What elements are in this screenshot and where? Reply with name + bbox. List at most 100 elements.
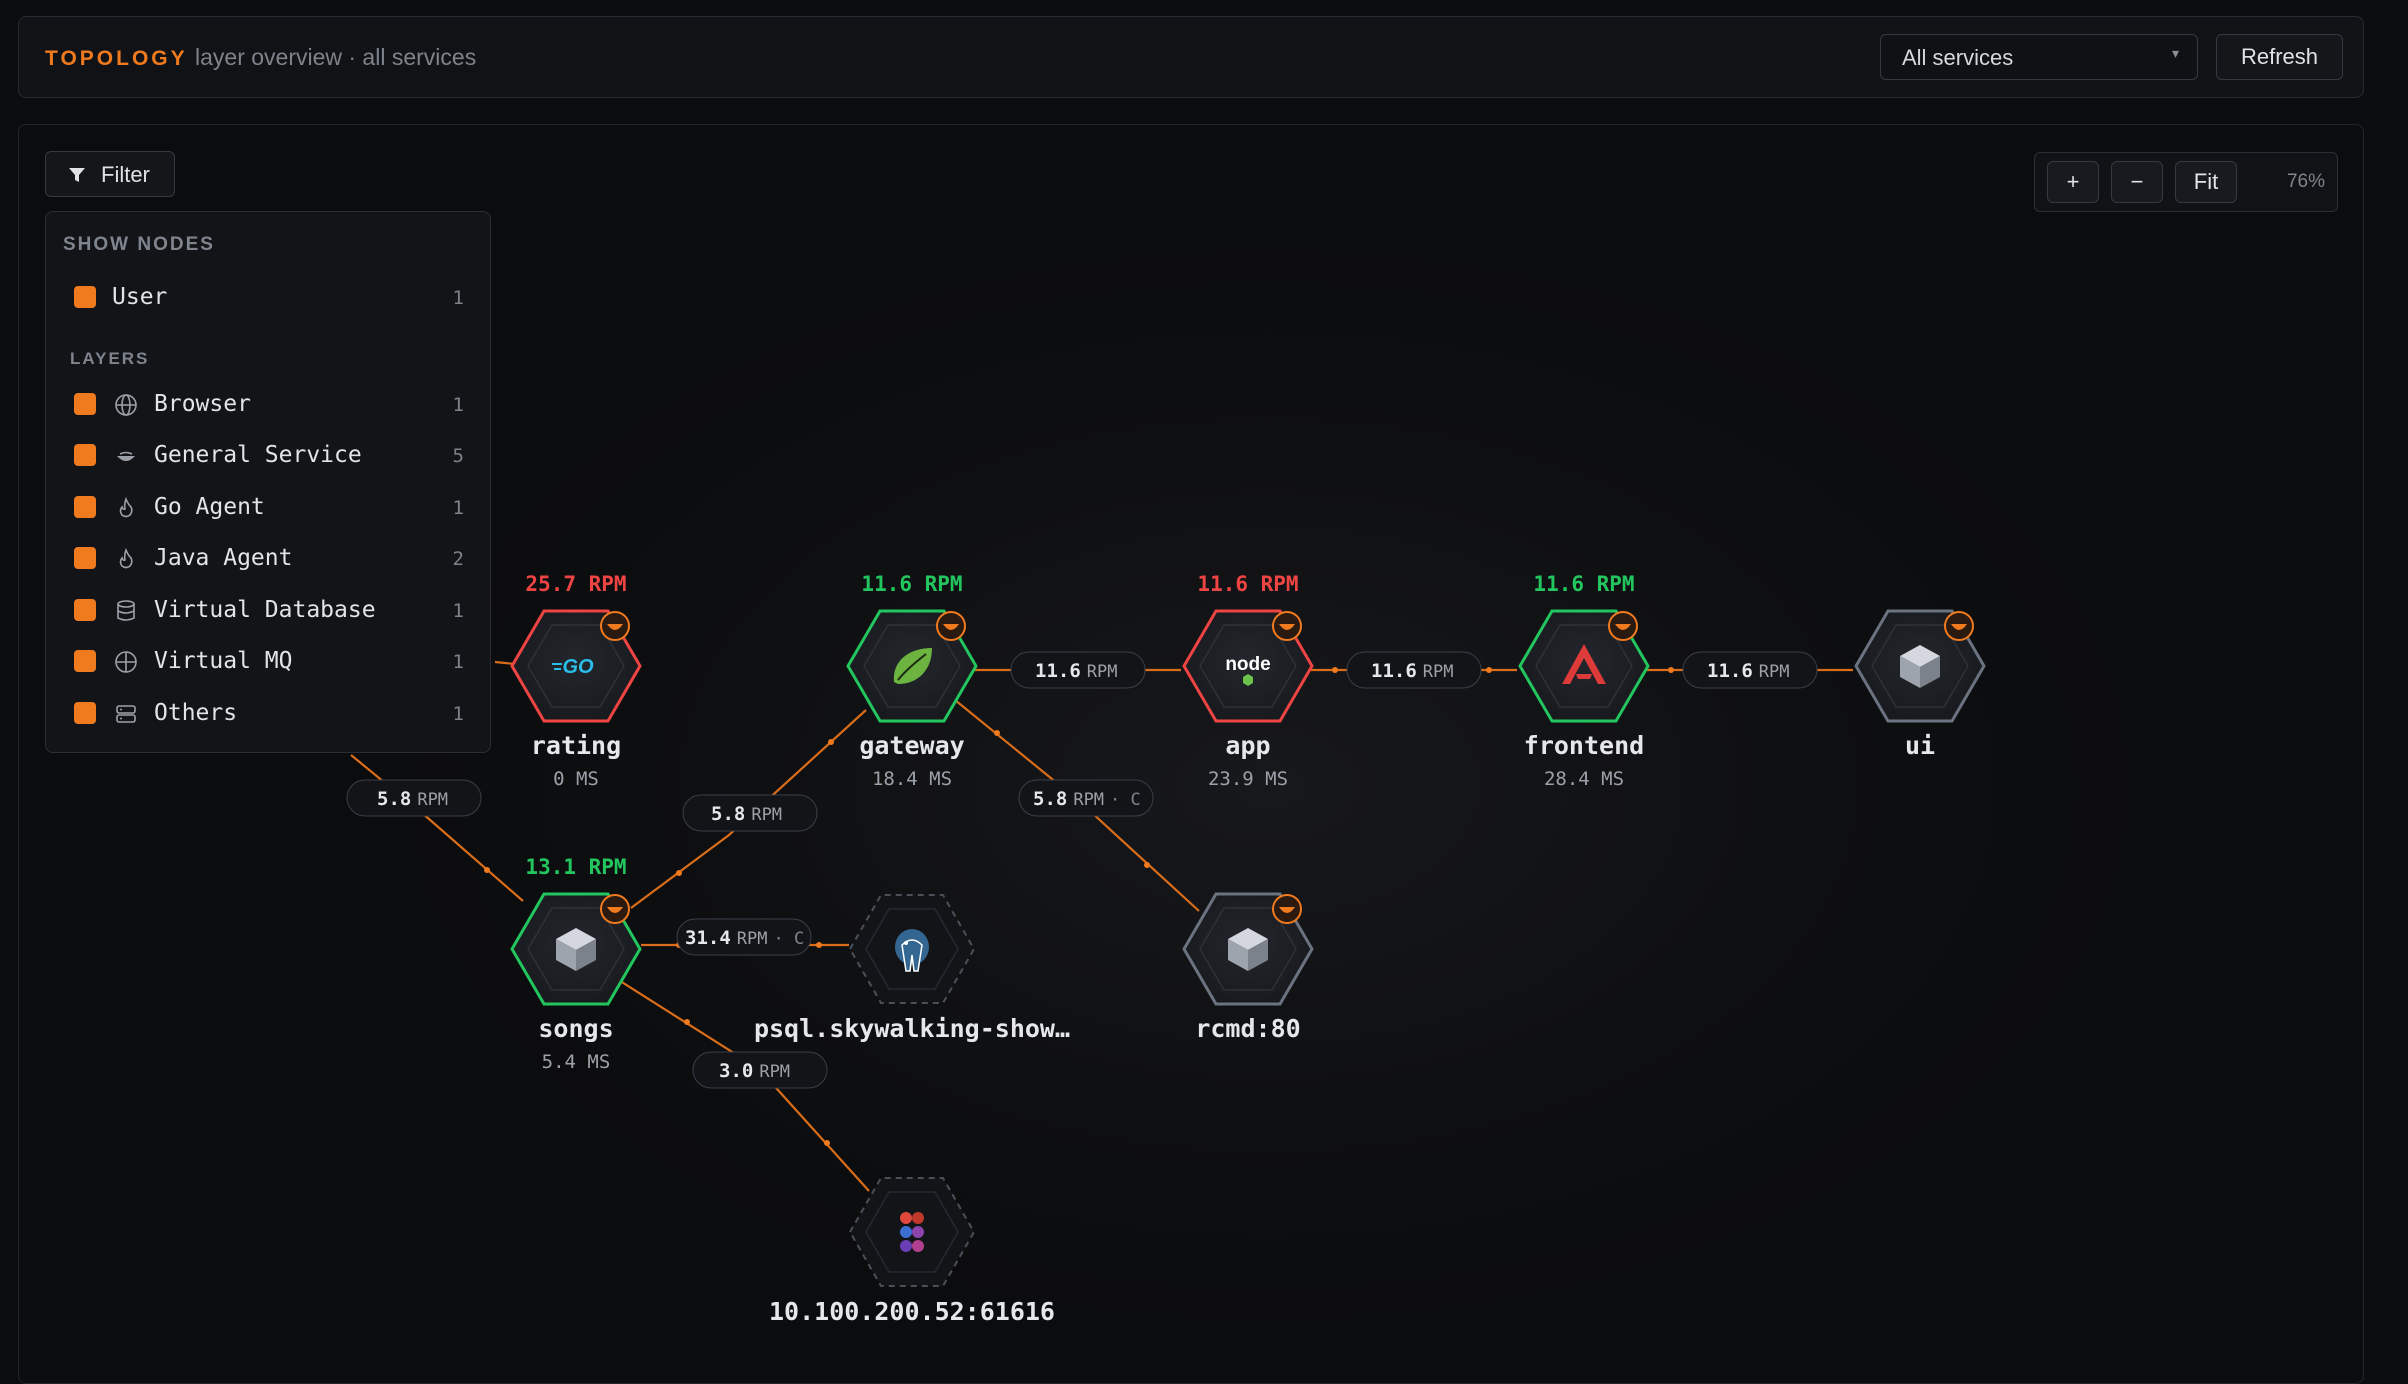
checkbox-checked[interactable] xyxy=(74,444,96,466)
node-rating[interactable]: GO xyxy=(510,609,642,723)
layer-badge-icon xyxy=(936,611,966,641)
node-app[interactable]: node xyxy=(1182,609,1314,723)
page-subtitle: layer overview · all services xyxy=(195,44,477,70)
server-icon xyxy=(116,705,136,723)
node-name: app xyxy=(1225,731,1270,760)
filter-item-count: 1 xyxy=(452,600,464,622)
database-icon xyxy=(117,600,135,621)
go-logo-icon: GO xyxy=(552,656,594,678)
node-mq[interactable] xyxy=(848,1177,976,1287)
checkbox-checked[interactable] xyxy=(74,702,96,724)
refresh-button[interactable]: Refresh xyxy=(2216,34,2343,80)
node-name: psql.skywalking-show… xyxy=(754,1014,1070,1043)
node-name: ui xyxy=(1905,731,1935,760)
filter-item-count: 2 xyxy=(452,548,464,570)
filter-item-others[interactable]: Others 1 xyxy=(46,692,490,736)
zoom-in-button[interactable]: + xyxy=(2047,161,2099,203)
filter-item-general-service[interactable]: General Service 5 xyxy=(46,434,490,478)
fit-button[interactable]: Fit xyxy=(2175,161,2237,203)
flame-icon xyxy=(119,496,133,518)
bowl-icon xyxy=(117,451,135,461)
checkbox-checked[interactable] xyxy=(74,599,96,621)
node-frontend[interactable] xyxy=(1518,609,1650,723)
spring-leaf-icon xyxy=(893,648,932,684)
zoom-level: 76% xyxy=(2286,171,2325,192)
svg-text:GO: GO xyxy=(562,656,594,678)
node-name: 10.100.200.52:61616 xyxy=(769,1297,1055,1326)
cube-icon xyxy=(556,928,596,971)
checkbox-checked[interactable] xyxy=(74,286,96,308)
filter-item-virtual-mq[interactable]: Virtual MQ 1 xyxy=(46,640,490,684)
layer-badge-icon xyxy=(1272,611,1302,641)
flame-icon xyxy=(119,547,133,569)
node-songs[interactable] xyxy=(510,892,642,1006)
filter-button-label: Filter xyxy=(101,162,150,187)
checkbox-checked[interactable] xyxy=(74,650,96,672)
network-icon xyxy=(115,651,137,673)
filter-item-user[interactable]: User 1 xyxy=(46,276,490,320)
zoom-out-button[interactable]: − xyxy=(2111,161,2163,203)
layer-badge-icon xyxy=(600,894,630,924)
node-latency: 23.9 MS xyxy=(1208,768,1288,790)
checkbox-checked[interactable] xyxy=(74,393,96,415)
checkbox-checked[interactable] xyxy=(74,496,96,518)
filter-item-go-agent[interactable]: Go Agent 1 xyxy=(46,486,490,530)
filter-item-label: User xyxy=(112,284,168,310)
filter-icon xyxy=(69,168,85,182)
filter-item-count: 1 xyxy=(452,394,464,416)
node-latency: 18.4 MS xyxy=(872,768,952,790)
layer-badge-icon xyxy=(1272,894,1302,924)
service-select-value: All services xyxy=(1902,45,2014,70)
node-ui[interactable] xyxy=(1854,609,1986,723)
nodejs-icon: node xyxy=(1225,654,1271,686)
filter-item-browser[interactable]: Browser 1 xyxy=(46,383,490,427)
filter-item-java-agent[interactable]: Java Agent 2 xyxy=(46,537,490,581)
filter-item-virtual-database[interactable]: Virtual Database 1 xyxy=(46,589,490,633)
edge-rating-songs xyxy=(350,754,524,902)
node-latency: 0 MS xyxy=(553,768,599,790)
svg-text:node: node xyxy=(1225,654,1270,675)
node-name: rating xyxy=(531,731,621,760)
angular-icon xyxy=(1562,644,1606,684)
filter-item-label: Browser xyxy=(154,391,251,417)
layer-badge-icon xyxy=(600,611,630,641)
node-name: gateway xyxy=(859,731,964,760)
zoom-controls: + − Fit 76% xyxy=(2034,152,2338,212)
node-rpm: 11.6 RPM xyxy=(1197,572,1298,596)
show-nodes-heading: SHOW NODES xyxy=(63,234,215,255)
layers-heading: LAYERS xyxy=(70,349,150,368)
node-rpm: 11.6 RPM xyxy=(861,572,962,596)
chevron-down-icon: ▾ xyxy=(2171,45,2179,61)
node-latency: 5.4 MS xyxy=(542,1051,611,1073)
filter-button[interactable]: Filter xyxy=(45,151,175,197)
checkbox-checked[interactable] xyxy=(74,547,96,569)
filter-item-label: Others xyxy=(154,700,238,726)
node-rcmd[interactable] xyxy=(1182,892,1314,1006)
node-name: songs xyxy=(538,1014,613,1043)
service-select[interactable]: All services ▾ xyxy=(1880,34,2198,80)
node-latency: 28.4 MS xyxy=(1544,768,1624,790)
filter-item-label: Java Agent xyxy=(154,545,293,571)
filter-item-label: General Service xyxy=(154,442,362,468)
filter-item-label: Virtual Database xyxy=(154,597,376,623)
layer-badge-icon xyxy=(1608,611,1638,641)
node-psql[interactable] xyxy=(848,894,976,1004)
node-gateway[interactable] xyxy=(846,609,978,723)
